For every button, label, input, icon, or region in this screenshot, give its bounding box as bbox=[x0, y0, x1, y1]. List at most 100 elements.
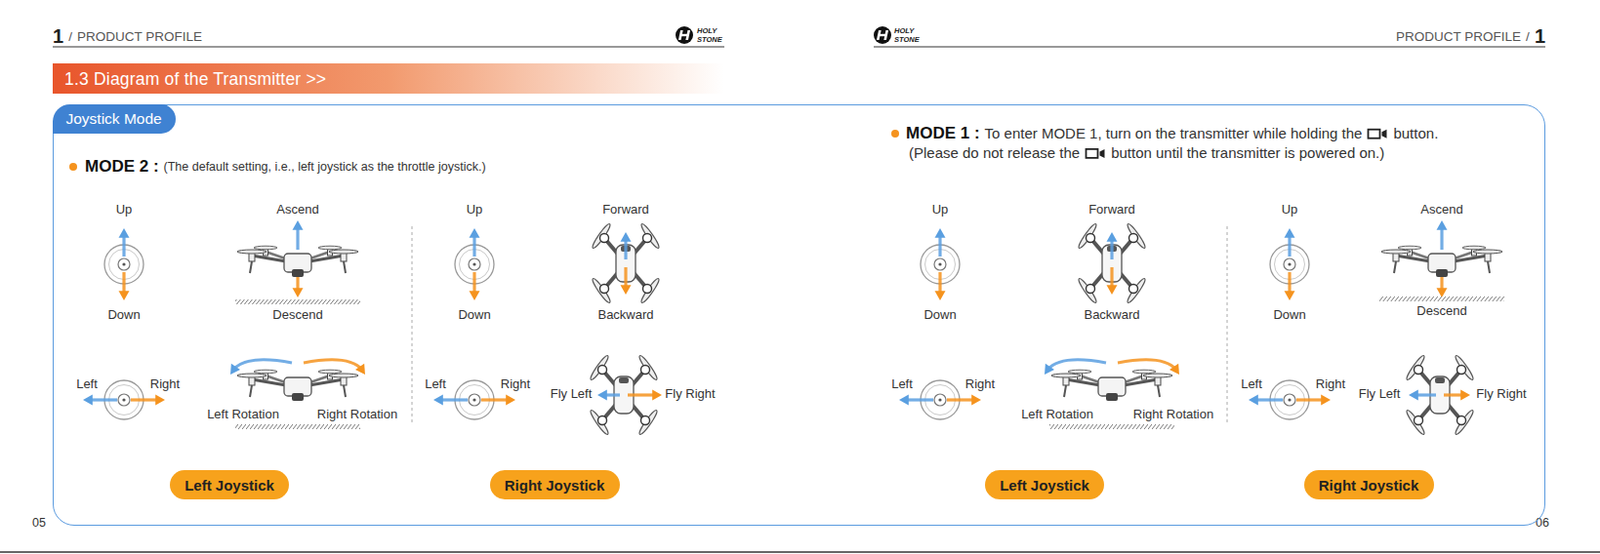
text-row: 1/PRODUCT PROFILE bbox=[52, 25, 203, 48]
button-text: Right Joystick bbox=[1318, 477, 1420, 494]
motion-label: Down bbox=[107, 308, 140, 324]
direction-arrow bbox=[935, 228, 946, 257]
icon-holder bbox=[1366, 126, 1389, 141]
joystick-button: Left Joystick bbox=[984, 470, 1105, 500]
motion-label: Ascend bbox=[1420, 203, 1463, 218]
direction-arrow bbox=[130, 395, 165, 407]
bullet bbox=[69, 163, 78, 171]
motion-label: Descend bbox=[272, 308, 323, 324]
direction-arrow bbox=[469, 228, 481, 257]
motion-label: Right bbox=[1315, 377, 1346, 393]
motion-label: Down bbox=[1272, 308, 1306, 324]
logo-emblem bbox=[873, 26, 892, 44]
motion-label: Forward bbox=[602, 203, 650, 218]
direction-arrow bbox=[1408, 390, 1436, 402]
note-text: PRODUCT PROFILE bbox=[1395, 28, 1521, 44]
joystick-button: Left Joystick bbox=[169, 470, 289, 500]
motion-label: Fly Right bbox=[664, 387, 715, 403]
direction-arrow bbox=[1436, 277, 1448, 298]
rotation-arrows bbox=[230, 360, 366, 375]
note-text: button until the transmitter is powered … bbox=[1110, 144, 1385, 162]
rotation-arrows bbox=[1044, 360, 1180, 375]
logo-text: STONE bbox=[894, 35, 920, 44]
direction-arrow bbox=[935, 272, 946, 301]
camera-button-icon bbox=[1084, 146, 1107, 161]
joystick-symbol bbox=[1270, 228, 1310, 301]
motion-label: Up bbox=[116, 203, 133, 218]
mode-panel: Joystick ModeLeft Joystick Right Joystick… bbox=[52, 104, 1546, 527]
camera-button-icon bbox=[1366, 126, 1389, 141]
chapter-number: 1 bbox=[52, 25, 64, 48]
direction-arrow bbox=[1284, 272, 1296, 301]
button-text: Left Joystick bbox=[999, 477, 1090, 494]
drone-top-view bbox=[1404, 354, 1476, 437]
direction-arrow bbox=[620, 267, 632, 295]
button-text: Left Joystick bbox=[184, 477, 275, 494]
motion-label: Down bbox=[457, 308, 491, 324]
motion-label: Down bbox=[923, 308, 956, 324]
motion-label: Up bbox=[466, 203, 484, 218]
drone-top-view bbox=[588, 354, 662, 437]
direction-arrow bbox=[1436, 220, 1448, 250]
motion-label: Left bbox=[424, 377, 447, 393]
page-number: 06 bbox=[1535, 516, 1550, 531]
mode-heading: MODE 1 : bbox=[905, 123, 981, 144]
drone-top-view bbox=[590, 222, 661, 305]
bullet bbox=[891, 129, 900, 138]
motion-label: Fly Left bbox=[550, 387, 593, 403]
drone-side-view bbox=[237, 369, 359, 402]
header-rule bbox=[52, 46, 725, 48]
motion-label: Left bbox=[891, 377, 913, 393]
direction-arrow bbox=[433, 395, 468, 407]
drone-side-view bbox=[1381, 246, 1503, 278]
joystick-symbol bbox=[920, 228, 960, 301]
ascend-descend-arrows bbox=[292, 220, 304, 298]
section-title: 1.3 Diagram of the Transmitter >> bbox=[64, 68, 327, 88]
drone-side-view bbox=[237, 246, 359, 278]
direction-arrow bbox=[946, 395, 982, 407]
page-edge-rule bbox=[0, 551, 1600, 554]
direction-arrow bbox=[1248, 395, 1283, 407]
direction-arrow bbox=[1284, 228, 1296, 257]
direction-arrow bbox=[292, 277, 304, 298]
motion-label: Fly Right bbox=[1476, 387, 1526, 403]
direction-arrow bbox=[119, 228, 130, 257]
button-text: Right Joystick bbox=[504, 477, 606, 494]
drone-top-view bbox=[1076, 222, 1148, 305]
motion-label: Right bbox=[500, 377, 531, 393]
panel-tab: Joystick Mode bbox=[52, 104, 176, 134]
note-text: / bbox=[1525, 28, 1530, 44]
ground-hatch bbox=[235, 424, 361, 430]
chapter-number: 1 bbox=[1534, 25, 1546, 48]
motion-label: Left Rotation bbox=[206, 408, 280, 423]
note-text: / bbox=[68, 28, 73, 44]
text-row: (Please do not release thebutton until t… bbox=[908, 144, 1385, 162]
motion-label: Right bbox=[965, 377, 995, 393]
motion-label: Left Rotation bbox=[1021, 408, 1094, 423]
ground-hatch bbox=[235, 299, 361, 305]
note-text: button. bbox=[1393, 124, 1438, 142]
ground-hatch bbox=[1379, 296, 1505, 302]
page-number: 05 bbox=[32, 516, 46, 531]
logo-text: HOLY bbox=[697, 27, 717, 37]
drone-side-view bbox=[1051, 369, 1173, 402]
joystick-symbol bbox=[104, 228, 144, 301]
direction-arrow bbox=[620, 232, 632, 260]
logo-emblem bbox=[675, 26, 694, 44]
joystick-button: Right Joystick bbox=[1304, 470, 1435, 500]
direction-arrow bbox=[119, 272, 130, 301]
divider bbox=[1227, 226, 1229, 424]
motion-label: Right bbox=[150, 377, 180, 393]
motion-label: Descend bbox=[1416, 304, 1467, 320]
motion-label: Up bbox=[932, 203, 949, 218]
direction-arrow bbox=[627, 390, 662, 402]
motion-label: Ascend bbox=[276, 203, 319, 218]
motion-label: Right Rotation bbox=[1133, 408, 1214, 423]
motion-label: Backward bbox=[1083, 308, 1140, 324]
text-row: MODE 2 :(The default setting, i.e., left… bbox=[84, 157, 487, 177]
motion-label: Left bbox=[1240, 377, 1263, 393]
icon-holder bbox=[1084, 146, 1107, 161]
joystick-symbol bbox=[454, 228, 494, 301]
logo-text: HOLY bbox=[894, 27, 914, 37]
